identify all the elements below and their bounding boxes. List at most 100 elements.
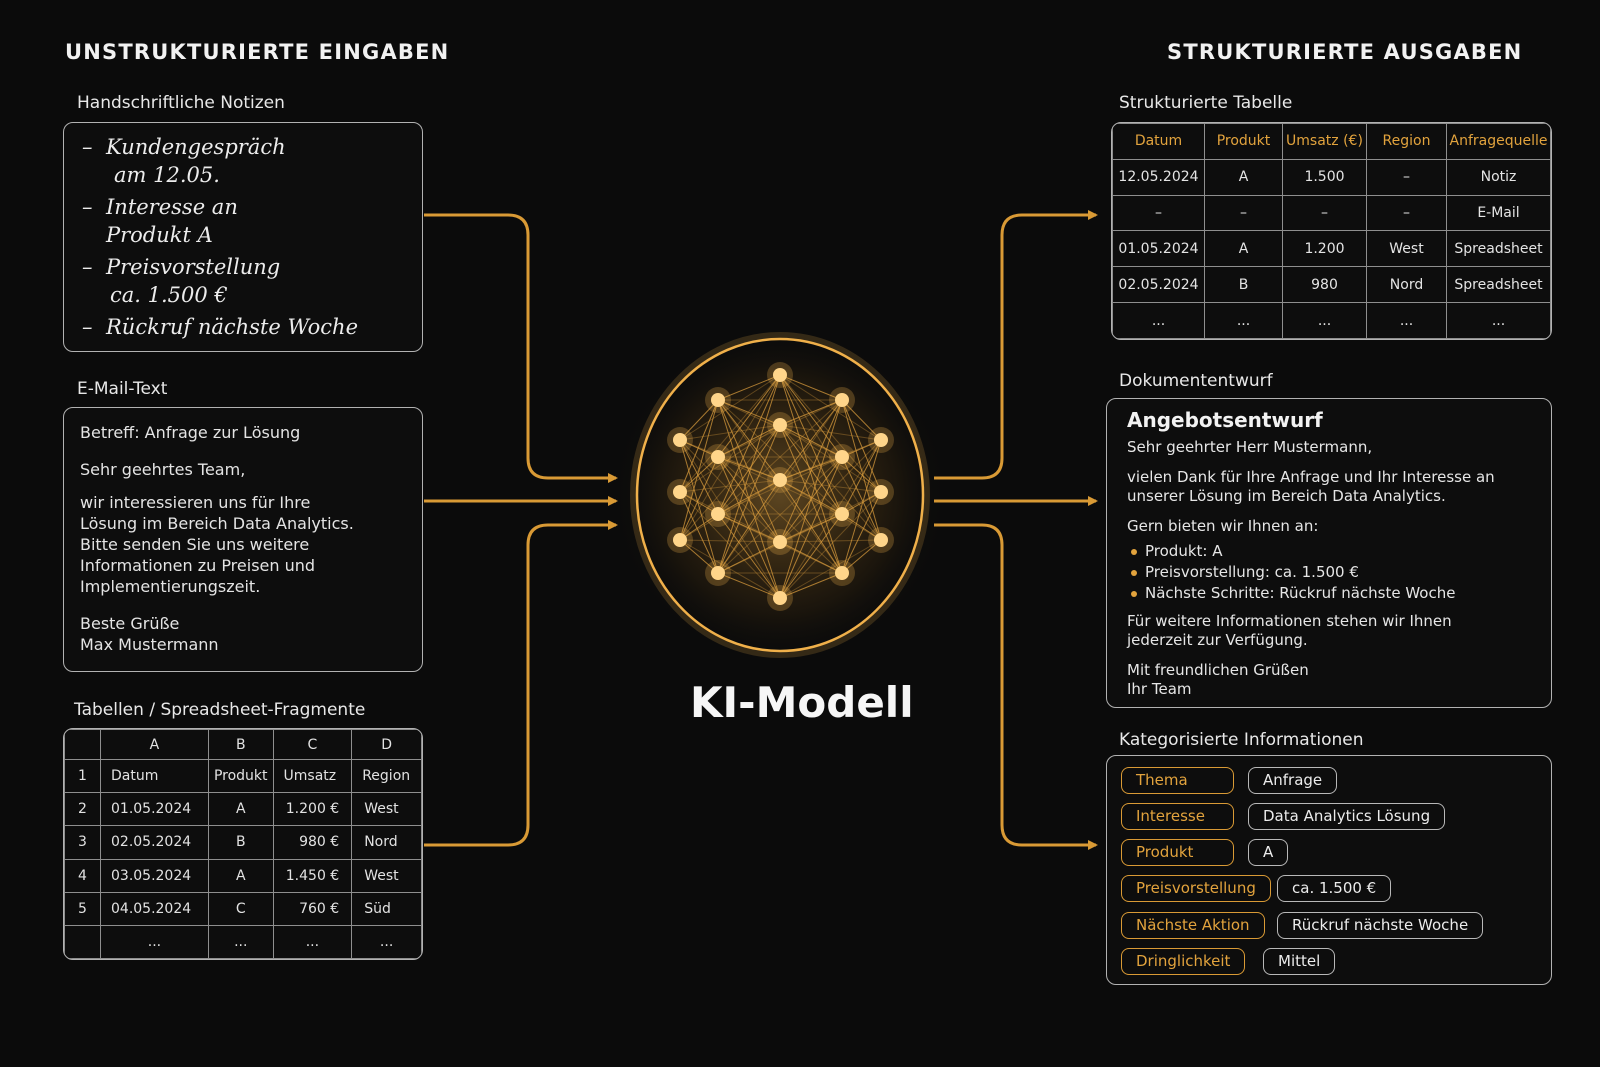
bullet-icon bbox=[1131, 549, 1137, 555]
list-item: Produkt: A bbox=[1127, 541, 1531, 562]
table-cell: – bbox=[1282, 194, 1367, 232]
bullet-icon bbox=[1131, 591, 1137, 597]
table-row: ... ... ... ... bbox=[64, 924, 422, 959]
document-draft-panel: Angebotsentwurf Sehr geehrter Herr Muste… bbox=[1106, 398, 1552, 708]
table-cell: A bbox=[207, 858, 274, 893]
table-cell: Süd bbox=[351, 891, 422, 926]
draft-signature: Ihr Team bbox=[1127, 680, 1192, 698]
category-key-chip: Nächste Aktion bbox=[1121, 912, 1265, 939]
network-node bbox=[711, 450, 725, 464]
table-cell: ... bbox=[1204, 302, 1283, 339]
table-cell: B bbox=[1204, 266, 1283, 304]
table-cell: 1.450 € bbox=[272, 858, 353, 893]
table-cell: 04.05.2024 bbox=[100, 891, 209, 926]
table-cell: 01.05.2024 bbox=[100, 792, 209, 827]
draft-bullet-list: Produkt: A Preisvorstellung: ca. 1.500 €… bbox=[1127, 541, 1531, 604]
table-cell: 02.05.2024 bbox=[1112, 266, 1205, 304]
table-cell: E-Mail bbox=[1446, 194, 1551, 232]
table-row: 01.05.2024 A 1.200 West Spreadsheet bbox=[1112, 230, 1551, 268]
network-node bbox=[711, 566, 725, 580]
network-node bbox=[835, 450, 849, 464]
email-body-line: Lösung im Bereich Data Analytics. bbox=[80, 514, 354, 533]
row-number: 2 bbox=[64, 792, 101, 827]
structured-table-panel: Datum Produkt Umsatz (€) Region Anfrageq… bbox=[1111, 122, 1552, 340]
network-node bbox=[711, 507, 725, 521]
table-cell: ... bbox=[207, 924, 274, 959]
table-row: 5 04.05.2024 C 760 € Süd bbox=[64, 891, 422, 926]
network-node bbox=[673, 485, 687, 499]
network-node bbox=[874, 533, 888, 547]
table-cell: 01.05.2024 bbox=[1112, 230, 1205, 268]
row-number: 5 bbox=[64, 891, 101, 926]
draft-closing: Mit freundlichen Grüßen bbox=[1127, 661, 1309, 679]
email-panel: Betreff: Anfrage zur Lösung Sehr geehrte… bbox=[63, 407, 423, 672]
note-line: Rückruf nächste Woche bbox=[106, 315, 358, 339]
email-label: E-Mail-Text bbox=[77, 379, 168, 399]
category-key-chip: Dringlichkeit bbox=[1121, 948, 1246, 975]
table-cell: ... bbox=[1282, 302, 1367, 339]
table-cell: Nord bbox=[351, 825, 422, 860]
column-header: Anfragequelle bbox=[1446, 123, 1551, 160]
table-cell: A bbox=[207, 792, 274, 827]
table-cell: B bbox=[207, 825, 274, 860]
table-cell: Umsatz bbox=[272, 759, 353, 794]
spreadsheet-table: A B C D 1 Datum Produkt Umsatz Region 2 … bbox=[64, 729, 422, 959]
table-row: 4 03.05.2024 A 1.450 € West bbox=[64, 858, 422, 893]
network-node bbox=[773, 473, 787, 487]
column-header: Region bbox=[1366, 123, 1447, 160]
network-node bbox=[773, 368, 787, 382]
table-cell: ... bbox=[272, 924, 353, 959]
network-node bbox=[673, 433, 687, 447]
note-line-cont: ca. 1.500 € bbox=[110, 283, 228, 307]
list-item: Nächste Schritte: Rückruf nächste Woche bbox=[1127, 583, 1531, 604]
table-cell: ... bbox=[1112, 302, 1205, 339]
column-header: D bbox=[351, 729, 422, 761]
table-cell: ... bbox=[351, 924, 422, 959]
category-value-chip: ca. 1.500 € bbox=[1277, 875, 1392, 902]
table-cell: Nord bbox=[1366, 266, 1447, 304]
table-row: – – – – E-Mail bbox=[1112, 194, 1551, 232]
structured-table-label: Strukturierte Tabelle bbox=[1119, 93, 1293, 113]
draft-text-line: jederzeit zur Verfügung. bbox=[1127, 631, 1308, 649]
table-cell: A bbox=[1204, 158, 1283, 196]
network-node bbox=[773, 591, 787, 605]
table-cell: 03.05.2024 bbox=[100, 858, 209, 893]
row-number bbox=[64, 924, 101, 959]
category-key-chip: Thema bbox=[1121, 767, 1234, 794]
note-line: Kundengespräch bbox=[106, 135, 286, 159]
table-cell: 980 bbox=[1282, 266, 1367, 304]
table-row: 12.05.2024 A 1.500 – Notiz bbox=[1112, 158, 1551, 196]
table-cell: West bbox=[351, 792, 422, 827]
bullet-icon bbox=[1131, 570, 1137, 576]
table-row: 1 Datum Produkt Umsatz Region bbox=[64, 759, 422, 794]
table-cell: 980 € bbox=[272, 825, 353, 860]
note-line: Interesse an bbox=[106, 195, 238, 219]
table-cell: Datum bbox=[100, 759, 209, 794]
network-node bbox=[835, 566, 849, 580]
network-node bbox=[874, 485, 888, 499]
table-cell: 1.200 € bbox=[272, 792, 353, 827]
neural-network-icon bbox=[620, 330, 940, 660]
category-value-chip: Mittel bbox=[1263, 948, 1336, 975]
table-cell: West bbox=[351, 858, 422, 893]
email-closing: Beste Grüße bbox=[80, 614, 180, 633]
table-row: 3 02.05.2024 B 980 € Nord bbox=[64, 825, 422, 860]
table-cell: 12.05.2024 bbox=[1112, 158, 1205, 196]
table-cell: ... bbox=[1446, 302, 1551, 339]
table-cell: Spreadsheet bbox=[1446, 230, 1551, 268]
network-node bbox=[773, 418, 787, 432]
draft-label: Dokumententwurf bbox=[1119, 371, 1273, 391]
row-number: 3 bbox=[64, 825, 101, 860]
category-value-chip: A bbox=[1248, 839, 1289, 866]
draft-text-line: Für weitere Informationen stehen wir Ihn… bbox=[1127, 612, 1452, 630]
spreadsheet-panel: A B C D 1 Datum Produkt Umsatz Region 2 … bbox=[63, 728, 423, 960]
email-sender: Max Mustermann bbox=[80, 635, 219, 654]
column-header: C bbox=[272, 729, 353, 761]
column-header: Produkt bbox=[1204, 123, 1283, 160]
column-header: A bbox=[100, 729, 209, 761]
sheet-label: Tabellen / Spreadsheet-Fragmente bbox=[74, 700, 366, 720]
table-cell: 760 € bbox=[272, 891, 353, 926]
network-node bbox=[711, 393, 725, 407]
draft-text-line: vielen Dank für Ihre Anfrage und Ihr Int… bbox=[1127, 468, 1495, 486]
